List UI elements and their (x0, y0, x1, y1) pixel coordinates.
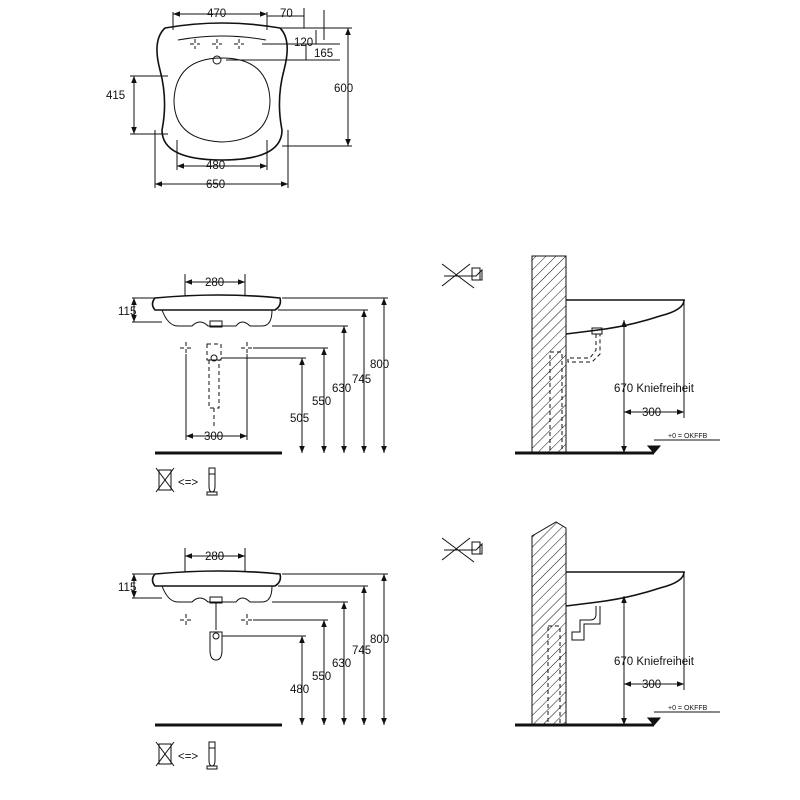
dim-300-side-2: 300 (642, 679, 661, 691)
dim-480-2: 480 (290, 684, 309, 696)
dim-300-side-1: 300 (642, 407, 661, 419)
dim-745-2: 745 (352, 645, 371, 657)
wall-hatched-2 (531, 521, 567, 726)
no-tap-icon (441, 263, 483, 289)
basin-side-1 (565, 299, 685, 335)
tap-hole (212, 55, 222, 65)
dim-550-1: 550 (312, 396, 331, 408)
basin-front-1 (151, 294, 282, 311)
dim-280-1: 280 (205, 277, 224, 289)
side-view-2: 670 Kniefreiheit 300 +0 = OKFFB (441, 521, 720, 727)
interchangeable-siphon-icon-2 (206, 741, 218, 770)
basin-outline-top (156, 22, 288, 161)
dim-165: 165 (314, 48, 333, 60)
no-pedestal-icon (155, 467, 175, 493)
svg-text:<=>: <=> (178, 751, 198, 763)
interchangeable-siphon-icon (206, 467, 218, 496)
dim-70: 70 (280, 8, 293, 20)
dim-745-1: 745 (352, 374, 371, 386)
dim-630-2: 630 (332, 658, 351, 670)
front-view-2: 280 115 800 745 630 550 480 <=> (118, 548, 389, 770)
dim-505-1: 505 (290, 413, 309, 425)
dim-415: 415 (106, 90, 125, 102)
no-tap-icon-2 (441, 537, 483, 563)
front-view-1: 280 115 800 745 630 550 505 300 <=> (118, 274, 389, 496)
dim-470: 470 (207, 8, 226, 20)
siphon-side-2 (571, 606, 601, 641)
floor-ref-label-1: +0 = OKFFB (668, 433, 708, 440)
dim-300-1: 300 (204, 431, 223, 443)
dim-600: 600 (334, 83, 353, 95)
no-pedestal-icon-2 (155, 741, 175, 767)
dim-800-2: 800 (370, 634, 389, 646)
basin-bowl-top (173, 57, 271, 143)
dim-120: 120 (294, 37, 313, 49)
dim-630-1: 630 (332, 383, 351, 395)
floor-ref-label-2: +0 = OKFFB (668, 705, 708, 712)
knee-clearance-label-1: 670 Kniefreiheit (614, 383, 695, 395)
side-view-1: 670 Kniefreiheit 300 +0 = OKFFB (441, 255, 720, 455)
dim-650: 650 (206, 179, 225, 191)
wall-hatched-1 (531, 255, 567, 453)
basin-side-2 (565, 571, 685, 607)
dim-115-2: 115 (118, 582, 136, 594)
svg-text:<=>: <=> (178, 477, 198, 489)
dim-800-1: 800 (370, 359, 389, 371)
dim-480: 480 (206, 160, 225, 172)
top-view: 470 70 120 165 415 600 480 650 (106, 8, 353, 191)
dim-550-2: 550 (312, 671, 331, 683)
dim-115-1: 115 (118, 306, 136, 318)
dim-280-2: 280 (205, 551, 224, 563)
knee-clearance-label-2: 670 Kniefreiheit (614, 656, 695, 668)
basin-front-2 (151, 570, 282, 587)
siphon-front-2 (209, 631, 223, 661)
